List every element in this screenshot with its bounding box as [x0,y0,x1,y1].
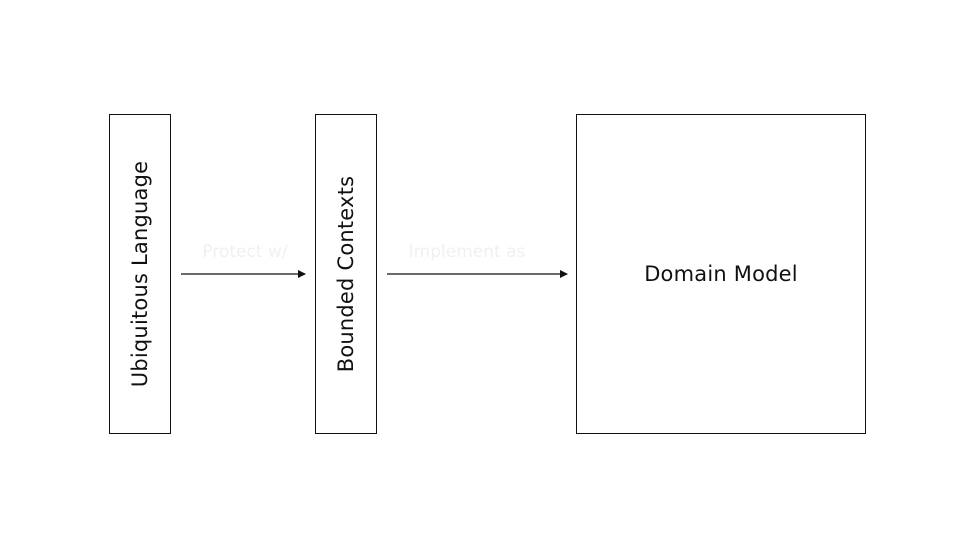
node-label-bounded-contexts: Bounded Contexts [334,175,358,373]
node-label-ubiquitous-language: Ubiquitous Language [128,160,152,388]
edge-label-implement-as: Implement as [408,242,526,262]
edge-label-protect-with: Protect w/ [202,242,288,262]
node-ubiquitous-language: Ubiquitous Language [109,114,171,434]
node-bounded-contexts: Bounded Contexts [315,114,377,434]
node-domain-model: Domain Model [576,114,866,434]
node-label-domain-model: Domain Model [644,262,798,286]
